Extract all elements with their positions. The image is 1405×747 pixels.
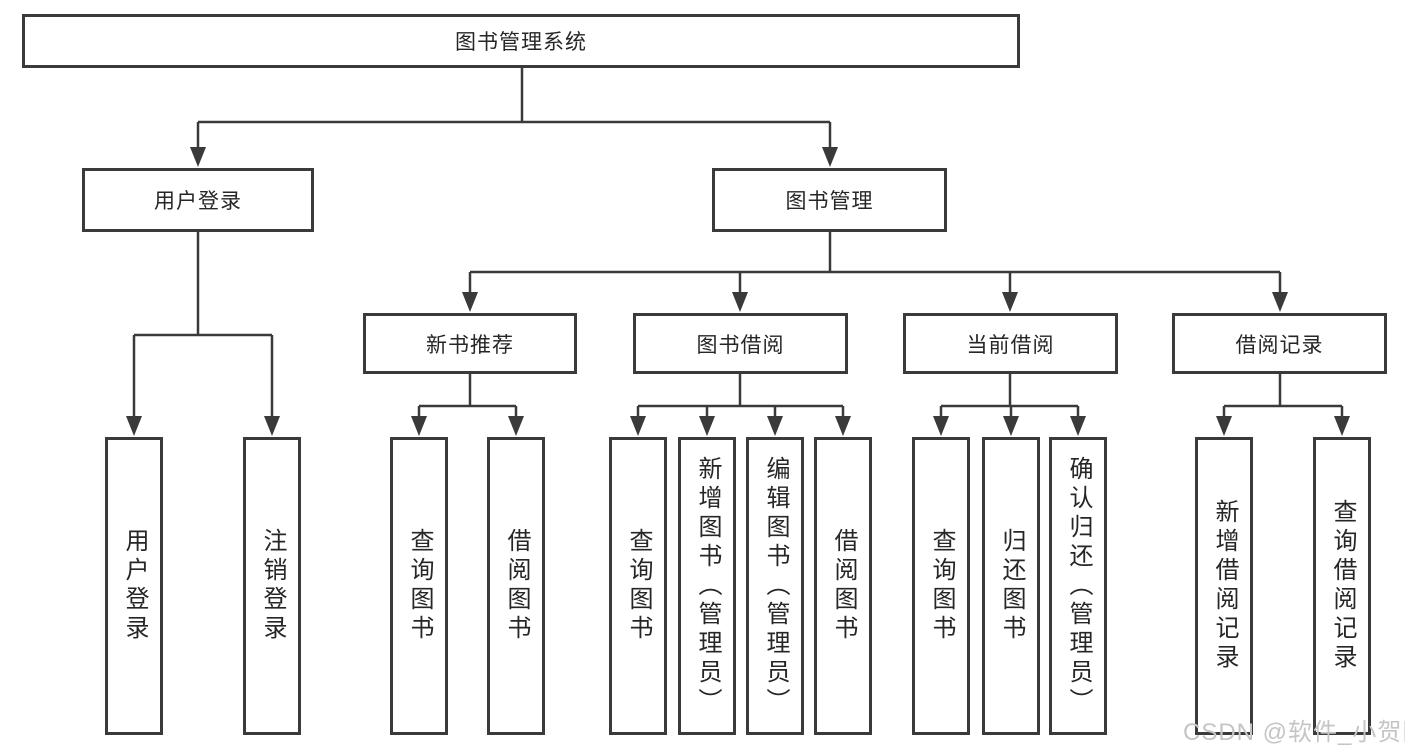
node-book-management-label: 图书管理 xyxy=(785,190,874,213)
leaf-borrow-books: 借阅图书 xyxy=(814,437,872,735)
leaf-return-book: 归还图书 xyxy=(982,437,1040,735)
arrowhead-icon xyxy=(1334,416,1350,436)
leaf-query-books-current: 查询图书 xyxy=(912,437,970,735)
arrowhead-icon xyxy=(1216,416,1232,436)
node-root: 图书管理系统 xyxy=(22,14,1020,68)
leaf-edit-book-admin-label: 编辑图书（管理员） xyxy=(762,455,789,717)
arrowhead-icon xyxy=(732,292,748,312)
arrowhead-icon xyxy=(126,416,142,436)
leaf-borrow-books-recommend-label: 借阅图书 xyxy=(503,528,530,644)
arrowhead-icon xyxy=(1272,292,1288,312)
node-user-login: 用户登录 xyxy=(82,168,314,232)
arrowhead-icon xyxy=(264,416,280,436)
arrowhead-icon xyxy=(508,416,524,436)
leaf-edit-book-admin: 编辑图书（管理员） xyxy=(746,437,804,735)
leaf-query-books-recommend-label: 查询图书 xyxy=(406,528,433,644)
node-current-borrow-label: 当前借阅 xyxy=(966,333,1055,357)
arrowhead-icon xyxy=(933,416,949,436)
arrowhead-icon xyxy=(1003,416,1019,436)
leaf-add-borrow-record-label: 新增借阅记录 xyxy=(1211,499,1238,673)
node-current-borrow: 当前借阅 xyxy=(903,313,1118,374)
arrowhead-icon xyxy=(1002,292,1018,312)
node-user-login-label: 用户登录 xyxy=(154,190,242,213)
connector-group xyxy=(126,232,280,436)
connector-group xyxy=(411,374,524,436)
leaf-confirm-return-admin: 确认归还（管理员） xyxy=(1049,437,1107,735)
node-book-borrow: 图书借阅 xyxy=(633,313,848,374)
arrowhead-icon xyxy=(462,292,478,312)
leaf-logout: 注销登录 xyxy=(243,437,301,735)
arrowhead-icon xyxy=(699,416,715,436)
node-book-borrow-label: 图书借阅 xyxy=(696,333,785,357)
leaf-logout-label: 注销登录 xyxy=(259,528,286,644)
arrowhead-icon xyxy=(835,416,851,436)
arrowhead-icon xyxy=(822,147,838,167)
node-root-label: 图书管理系统 xyxy=(455,31,587,54)
connector-group xyxy=(190,68,838,167)
arrowhead-icon xyxy=(190,147,206,167)
leaf-query-books-borrow: 查询图书 xyxy=(609,437,667,735)
leaf-query-borrow-record: 查询借阅记录 xyxy=(1313,437,1371,735)
leaf-add-book-admin-label: 新增图书（管理员） xyxy=(694,455,721,717)
leaf-query-borrow-record-label: 查询借阅记录 xyxy=(1329,499,1356,673)
arrowhead-icon xyxy=(630,416,646,436)
arrowhead-icon xyxy=(1070,416,1086,436)
connector-group xyxy=(630,374,851,436)
leaf-add-book-admin: 新增图书（管理员） xyxy=(678,437,736,735)
leaf-confirm-return-admin-label: 确认归还（管理员） xyxy=(1065,455,1092,717)
node-borrow-records: 借阅记录 xyxy=(1172,313,1387,374)
arrowhead-icon xyxy=(411,416,427,436)
node-book-management: 图书管理 xyxy=(712,168,947,232)
node-new-book-recommend: 新书推荐 xyxy=(363,313,577,374)
arrowhead-icon xyxy=(767,416,783,436)
leaf-user-login: 用户登录 xyxy=(105,437,163,735)
leaf-add-borrow-record: 新增借阅记录 xyxy=(1195,437,1253,735)
connector-group xyxy=(1216,374,1350,436)
leaf-user-login-label: 用户登录 xyxy=(121,528,148,644)
leaf-query-books-current-label: 查询图书 xyxy=(928,528,955,644)
connector-group xyxy=(933,374,1086,436)
leaf-borrow-books-recommend: 借阅图书 xyxy=(487,437,545,735)
leaf-query-books-borrow-label: 查询图书 xyxy=(625,528,652,644)
connector-group xyxy=(462,232,1288,312)
node-borrow-records-label: 借阅记录 xyxy=(1235,333,1324,357)
node-new-book-recommend-label: 新书推荐 xyxy=(426,333,514,357)
leaf-return-book-label: 归还图书 xyxy=(998,528,1025,644)
csdn-watermark: CSDN @软件_小贺同学 xyxy=(1183,719,1405,746)
leaf-query-books-recommend: 查询图书 xyxy=(390,437,448,735)
leaf-borrow-books-label: 借阅图书 xyxy=(830,528,857,644)
